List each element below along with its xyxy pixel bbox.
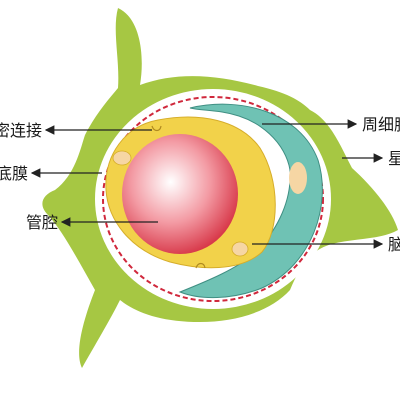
- tight-junction-top: [151, 125, 162, 132]
- vessel-lumen: [122, 134, 238, 254]
- label-basement-membrane: 基底膜: [0, 164, 28, 183]
- pericyte-cell: [178, 103, 323, 299]
- label-pericyte: 周细胞: [362, 115, 400, 134]
- endothelial-nucleus-right: [231, 241, 249, 257]
- label-brain: 脑: [388, 235, 400, 254]
- label-tight-junction: 紧密连接: [0, 121, 42, 140]
- tight-junction-bottom: [195, 262, 206, 269]
- label-astrocyte: 星形胶质细胞: [388, 149, 400, 168]
- pericyte-nucleus: [289, 162, 307, 194]
- basement-membrane-ring: [102, 96, 324, 302]
- endothelial-nucleus-left: [112, 150, 132, 166]
- label-lumen: 管腔: [26, 213, 58, 232]
